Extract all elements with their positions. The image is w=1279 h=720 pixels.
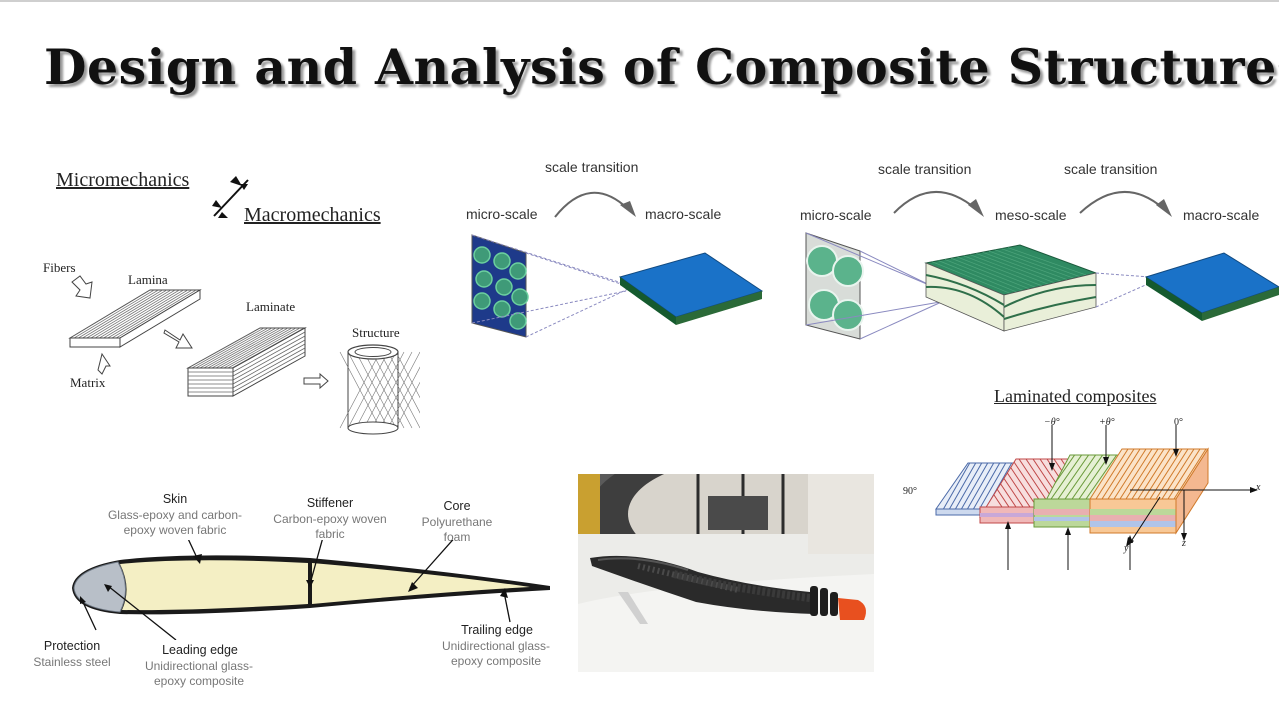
- two-scale-diagram: [471, 192, 764, 338]
- stiffener-desc-1: Carbon-epoxy woven: [273, 512, 387, 526]
- right-arrow-icon: [163, 329, 193, 349]
- skin-desc-1: Glass-epoxy and carbon-: [107, 508, 243, 522]
- fibers-arrow-icon: [71, 275, 93, 299]
- laminated-composites-title: Laminated composites: [994, 386, 1157, 406]
- fibers-label: Fibers: [43, 260, 76, 275]
- core-desc-2: foam: [443, 530, 471, 544]
- axis-y-label: y: [1124, 543, 1129, 554]
- stiffener-title: Stiffener: [306, 496, 354, 510]
- scale-transition-label: scale transition: [545, 159, 639, 175]
- macro-scale-label: macro-scale: [1183, 207, 1260, 223]
- matrix-label: Matrix: [70, 375, 106, 390]
- propeller-photo: [578, 474, 874, 672]
- trailing-edge-desc-1: Unidirectional glass-: [441, 639, 551, 653]
- angle-pos-theta-label: +θ°: [1099, 417, 1115, 428]
- meso-scale-label: meso-scale: [995, 207, 1067, 223]
- bidirectional-arrow-icon: [212, 176, 249, 218]
- blade-cross-section: [72, 540, 550, 640]
- top-divider: [0, 0, 1279, 2]
- axis-x-label: x: [1256, 482, 1261, 493]
- lamina-laminate-structure-diagram: [68, 275, 420, 435]
- matrix-arrow-icon: [97, 352, 111, 375]
- angle-0-label: 0°: [1174, 417, 1183, 428]
- trailing-edge-desc-2: epoxy composite: [450, 654, 542, 668]
- macro-scale-label: macro-scale: [645, 206, 722, 222]
- trailing-edge-title: Trailing edge: [461, 623, 533, 637]
- micro-scale-label: micro-scale: [466, 206, 538, 222]
- curved-arrow-icon: [1156, 199, 1172, 217]
- micromechanics-label: Micromechanics: [56, 169, 190, 191]
- three-scale-diagram: [805, 190, 1279, 340]
- laminate-label: Laminate: [246, 299, 296, 314]
- stiffener-desc-2: fabric: [315, 527, 345, 541]
- laminated-composites-diagram: [935, 425, 1258, 570]
- lamina-label: Lamina: [128, 272, 168, 287]
- core-desc-1: Polyurethane: [421, 515, 493, 529]
- protection-title: Protection: [43, 639, 101, 653]
- protection-desc: Stainless steel: [33, 655, 111, 669]
- skin-desc-2: epoxy woven fabric: [123, 523, 227, 537]
- curved-arrow-icon: [968, 199, 984, 217]
- skin-title: Skin: [162, 492, 188, 506]
- core-title: Core: [443, 499, 471, 513]
- angle-neg-theta-label: −θ°: [1044, 417, 1060, 428]
- leading-edge-title: Leading edge: [162, 643, 238, 657]
- scale-transition-label: scale transition: [878, 161, 972, 177]
- curved-arrow-icon: [620, 201, 636, 217]
- leading-edge-desc-1: Unidirectional glass-: [144, 659, 254, 673]
- micro-scale-label: micro-scale: [800, 207, 872, 223]
- macromechanics-label: Macromechanics: [244, 204, 381, 226]
- angle-90-label: 90°: [903, 486, 917, 497]
- scale-transition-label: scale transition: [1064, 161, 1158, 177]
- leading-edge-desc-2: epoxy composite: [153, 674, 245, 688]
- structure-label: Structure: [352, 325, 400, 340]
- page-title: Design and Analysis of Composite Structu…: [44, 38, 1279, 96]
- right-arrow-icon: [303, 372, 329, 390]
- axis-z-label: z: [1182, 538, 1186, 549]
